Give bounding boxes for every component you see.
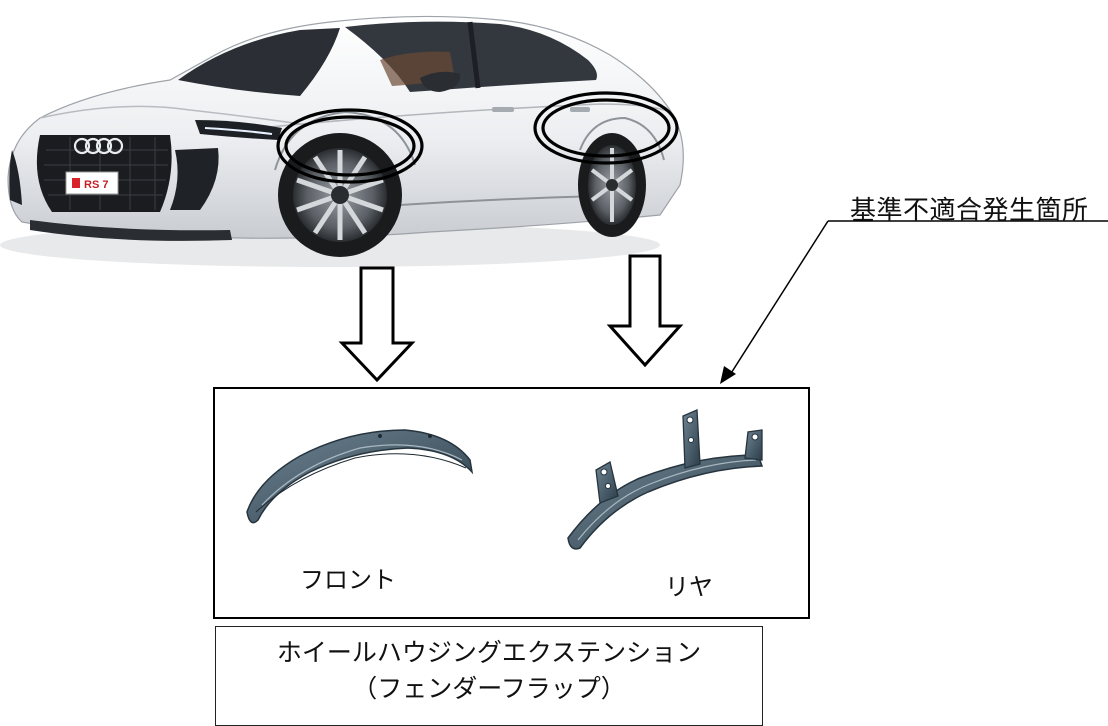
nonconformity-location-label: 基準不適合発生箇所: [850, 196, 1089, 226]
caption-line-2: （フェンダーフラップ）: [352, 674, 626, 703]
car-mirror: [420, 71, 461, 92]
car-front-splitter: [30, 220, 232, 241]
rear-part-label: リヤ: [665, 573, 713, 601]
car-plate-accent: [72, 178, 80, 188]
car-license-plate: [65, 171, 119, 195]
car-badge: RS 7: [84, 179, 108, 191]
car-windshield: [178, 28, 340, 96]
car-rear-fender-arch: [579, 116, 665, 161]
car-hood-line: [39, 105, 301, 125]
front-fender-flap-part: [246, 429, 474, 524]
car-side-intake-left: [9, 150, 22, 205]
caption-line-1: ホイールハウジングエクステンション: [276, 638, 702, 667]
car-rear-wheel: [578, 133, 646, 237]
part-name-caption: ホイールハウジングエクステンション （フェンダーフラップ）: [215, 626, 763, 726]
car-headlight-drl: [204, 127, 273, 135]
car-side-intake-right: [170, 148, 219, 210]
car-rings-logo: [73, 137, 124, 155]
front-down-arrow: [338, 266, 416, 383]
front-part-label: フロント: [300, 566, 396, 594]
front-fender-highlight: [276, 108, 424, 184]
car-door-handle-rear: [570, 107, 590, 112]
car-illustration: RS 7: [0, 15, 684, 267]
rear-down-arrow: [606, 254, 684, 368]
rear-fender-flap-part: [567, 409, 764, 550]
car-front-wheel: [278, 133, 402, 257]
car-b-pillar: [467, 21, 481, 89]
rear-fender-highlight: [533, 91, 679, 165]
parts-box: [213, 387, 810, 619]
callout-arrowhead: [720, 366, 736, 384]
callout-leader: [720, 220, 1108, 384]
car-door-handle-front: [492, 107, 514, 112]
